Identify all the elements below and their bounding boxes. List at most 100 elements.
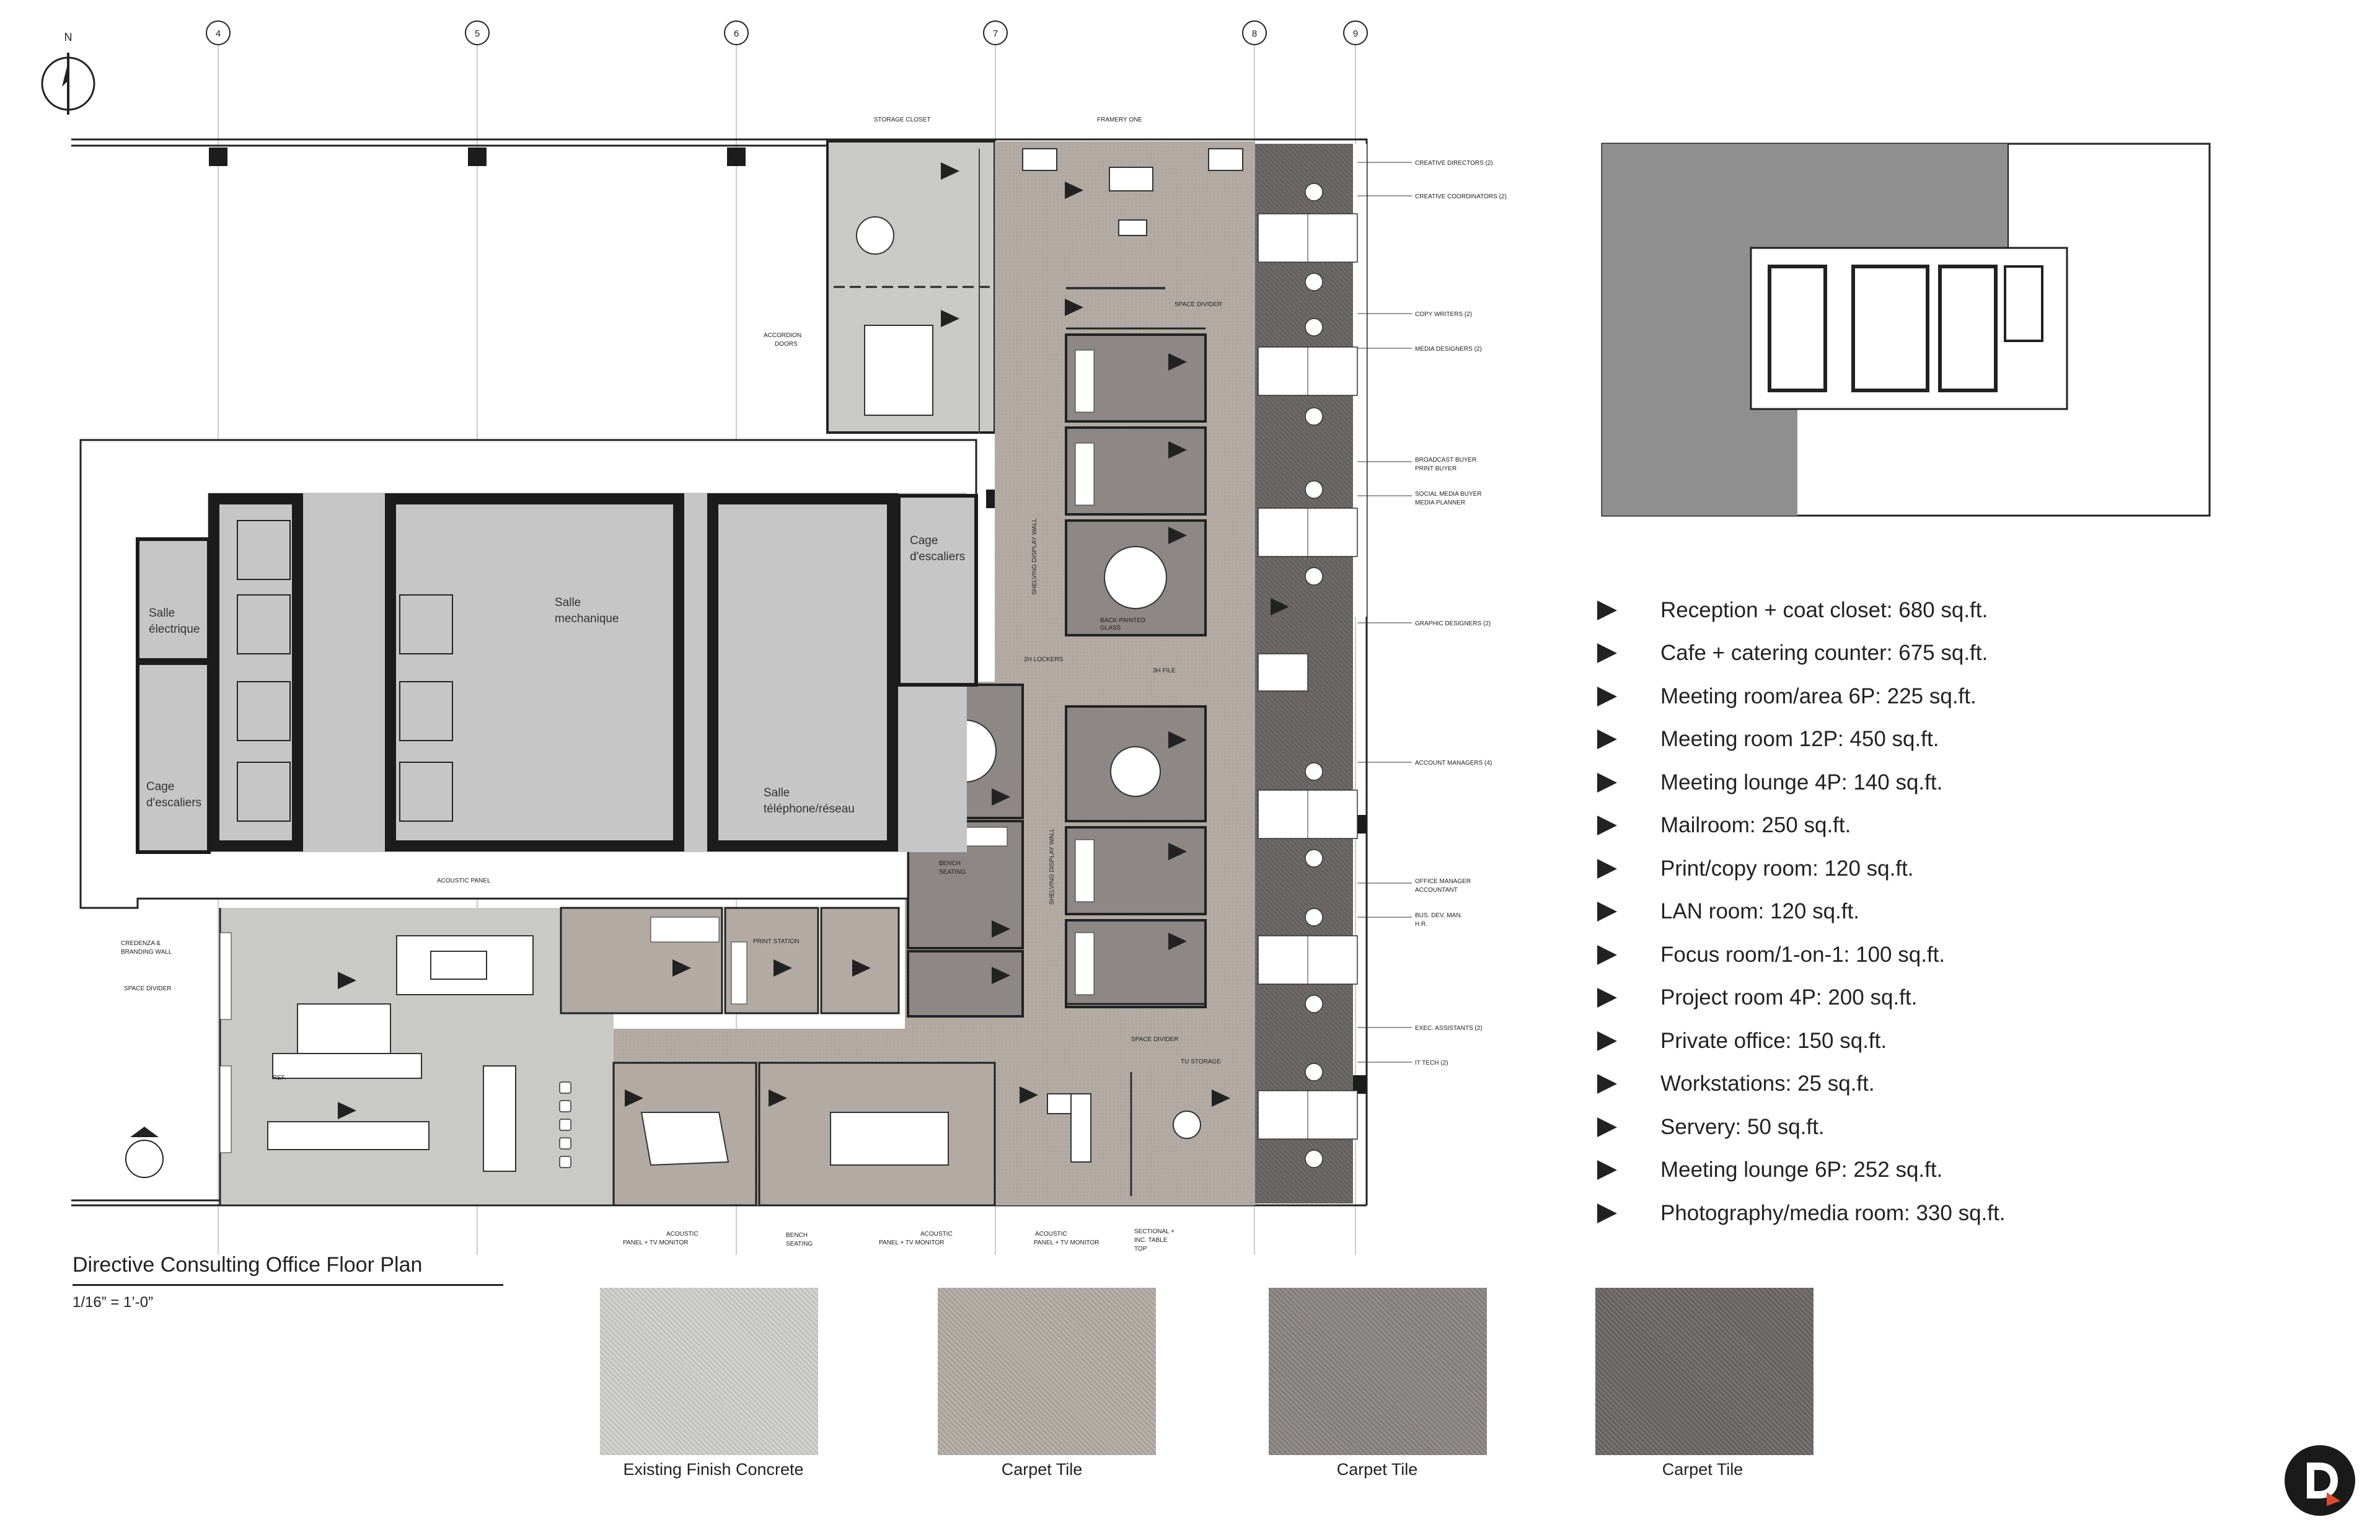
grid-bubble: 9	[1343, 20, 1368, 45]
annotation: BENCH	[939, 860, 961, 867]
legend-item: Meeting room/area 6P: 225 sq.ft.	[1596, 675, 2154, 718]
annotation: SPACE DIVIDER	[1175, 301, 1222, 308]
svg-text:10: 10	[1171, 532, 1180, 541]
svg-text:6: 6	[677, 964, 682, 974]
svg-text:3: 3	[629, 1094, 634, 1104]
svg-text:11: 11	[1172, 848, 1181, 857]
svg-text:14: 14	[1068, 187, 1077, 196]
north-label: N	[64, 31, 73, 43]
annotation: SEATING	[786, 1241, 813, 1247]
annotation: CREDENZA &	[121, 940, 161, 947]
legend-item: Meeting lounge 4P: 140 sq.ft.	[1596, 761, 2154, 804]
room-marker: 15	[941, 310, 959, 327]
room-label: Salle	[149, 607, 175, 620]
legend-item: Mailroom: 250 sq.ft.	[1596, 804, 2154, 848]
svg-text:11: 11	[1172, 358, 1181, 367]
annotation: SECTIONAL +	[1134, 1228, 1175, 1235]
staff-label: ACCOUNT MANAGERS (4)	[1415, 760, 1492, 767]
staff-label: GRAPHIC DESIGNERS (2)	[1415, 620, 1491, 627]
staff-label: PRINT BUYER	[1415, 465, 1457, 472]
svg-text:7: 7	[778, 964, 783, 974]
annotation: DOORS	[775, 341, 798, 348]
svg-text:8: 8	[1252, 29, 1257, 39]
room-marker-icon	[1596, 1202, 1618, 1225]
material-swatch-carpet-medium	[1269, 1288, 1487, 1455]
material-swatch-carpet-dark	[1595, 1288, 1814, 1455]
staff-label: H.R.	[1415, 921, 1427, 928]
material-label: Existing Finish Concrete	[623, 1460, 804, 1479]
room-marker: 7	[774, 959, 792, 977]
lounge-seating	[1047, 1093, 1201, 1163]
grid-bubble: 8	[1242, 20, 1267, 45]
legend-item: Project room 4P: 200 sq.ft.	[1596, 977, 2154, 1020]
north-arrow-icon: N	[41, 31, 95, 115]
company-logo-icon	[2285, 1445, 2355, 1516]
room-marker-icon	[1596, 900, 1618, 923]
staff-label: BROADCAST BUYER	[1415, 457, 1476, 464]
annotation: GLASS	[1100, 625, 1121, 631]
room-marker-icon	[1596, 858, 1618, 880]
room-marker: 14	[1065, 182, 1083, 199]
legend-item: Servery: 50 sq.ft.	[1596, 1106, 2154, 1149]
staff-label: EXEC. ASSISTANTS (2)	[1415, 1025, 1483, 1032]
private-offices-upper	[1065, 333, 1207, 636]
svg-text:7: 7	[993, 29, 998, 39]
svg-text:8: 8	[857, 964, 862, 974]
annotation: SHELVING DISPLAY WALL	[1031, 518, 1038, 595]
annotation: 2H LOCKERS	[1024, 656, 1064, 663]
grid-bubble: 5	[465, 20, 490, 45]
annotation: ACOUSTIC	[920, 1231, 953, 1238]
room-label: d'escaliers	[910, 550, 965, 563]
room-marker: 6	[672, 959, 691, 977]
room-label: Salle	[764, 786, 790, 799]
room-marker-icon	[1596, 772, 1618, 794]
staff-label: OFFICE MANAGER	[1415, 878, 1471, 885]
staff-label: MEDIA DESIGNERS (2)	[1415, 346, 1482, 353]
material-label: Carpet Tile	[1001, 1460, 1083, 1479]
annotation: PRINT STATION	[753, 938, 799, 945]
annotation: PANEL + TV MONITOR	[623, 1239, 689, 1246]
grid-bubble: 4	[206, 20, 231, 45]
annotation: PANEL + TV MONITOR	[1034, 1239, 1100, 1246]
room-marker: 8	[852, 959, 871, 977]
annotation: SPACE DIVIDER	[1131, 1036, 1179, 1043]
annotation: ACOUSTIC	[666, 1231, 699, 1238]
legend-item: Focus room/1-on-1: 100 sq.ft.	[1596, 933, 2154, 977]
annotation: TU STORAGE	[1181, 1058, 1221, 1065]
svg-text:10: 10	[995, 793, 1003, 803]
room-marker-icon	[1596, 599, 1618, 622]
room-label: Cage	[146, 780, 174, 793]
svg-text:12: 12	[1274, 603, 1282, 612]
legend-item: Cafe + catering counter: 675 sq.ft.	[1596, 632, 2154, 675]
room-label: Salle	[555, 596, 581, 609]
svg-text:10: 10	[995, 925, 1003, 935]
staff-label: ACCOUNTANT	[1415, 887, 1458, 894]
entrance-door-icon	[125, 1127, 164, 1178]
svg-text:5: 5	[475, 29, 480, 39]
workstation-chairs	[1305, 183, 1323, 1168]
annotation: SPACE DIVIDER	[124, 985, 172, 992]
svg-text:9: 9	[996, 971, 1001, 982]
private-offices-lower	[1065, 705, 1207, 1008]
room-marker-icon	[1596, 987, 1618, 1009]
key-plan	[1601, 143, 2211, 517]
lan-room	[820, 907, 900, 1014]
room-marker-icon	[1596, 1073, 1618, 1095]
staff-label: SOCIAL MEDIA BUYER	[1415, 491, 1481, 498]
annotation: ACOUSTIC	[1035, 1231, 1067, 1238]
room-marker-icon	[1596, 944, 1618, 966]
annotation: FRAMERY ONE	[1097, 117, 1142, 123]
core-walls	[208, 493, 898, 851]
room-label: mechanique	[555, 612, 619, 625]
legend-item: Meeting lounge 6P: 252 sq.ft.	[1596, 1149, 2154, 1192]
room-marker: 4	[769, 1089, 787, 1107]
room-marker-icon	[1596, 814, 1618, 837]
workstation-cluster	[1258, 213, 1358, 1140]
annotation: 3H FILE	[1153, 667, 1176, 674]
room-marker: 9	[992, 967, 1010, 984]
room-marker: 10	[992, 920, 1010, 938]
room-marker: 1	[338, 972, 356, 989]
room-marker: 11	[1168, 933, 1187, 950]
annotation: PANEL + TV MONITOR	[879, 1239, 945, 1246]
